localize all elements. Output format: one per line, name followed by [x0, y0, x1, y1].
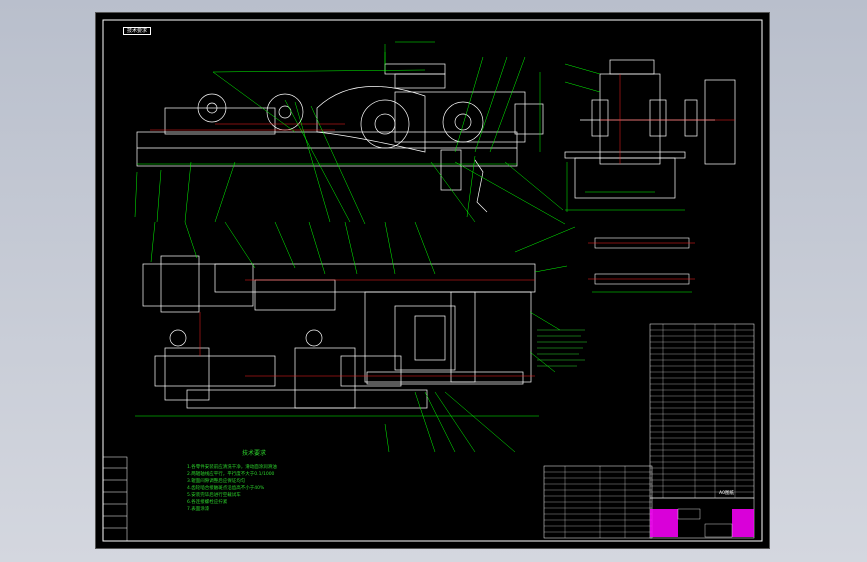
- note-line: 5.安装完毕后进行空载试车: [187, 493, 241, 498]
- sheet-size-label: A0图纸: [719, 491, 734, 496]
- plan-hidden-lines: [199, 279, 535, 377]
- sheet-border: [102, 19, 763, 542]
- note-line: 2.两辊轴线应平行，平行度不大于0.1/1000: [187, 472, 275, 477]
- note-line: 7.表面涂漆: [187, 507, 210, 512]
- elevation-hidden-lines: [150, 123, 345, 131]
- plan-view: [142, 255, 536, 409]
- side-view-dimensions: [504, 63, 685, 212]
- revision-column: [102, 456, 128, 542]
- parts-list-rows: [544, 324, 754, 538]
- corner-tag: 技术要求: [123, 27, 152, 35]
- note-line: 4.齿轮啮合接触斑点沿齿高不小于40%: [187, 486, 265, 491]
- plan-dimensions: [135, 221, 576, 453]
- side-view: [564, 59, 736, 199]
- spec-text-block: [537, 329, 587, 367]
- drawing-sheet[interactable]: 技术要求 技术要求 1.各零件安装前应清洗干净，滑动面涂润滑油 2.两辊轴线应平行…: [95, 12, 770, 549]
- note-line: 1.各零件安装前应清洗干净，滑动面涂润滑油: [187, 465, 277, 470]
- front-elevation-view: [136, 63, 544, 213]
- note-line: 3.辊面间隙调整后应保证均匀: [187, 479, 246, 484]
- detail-a-view: [588, 237, 695, 293]
- parts-list-table: [543, 323, 755, 539]
- side-view-hidden-lines: [600, 74, 735, 164]
- drawing-canvas: [102, 19, 763, 542]
- title-block: [650, 508, 754, 538]
- note-line: 6.各连接螺栓应拧紧: [187, 500, 228, 505]
- elevation-dimensions: [134, 41, 566, 225]
- notes-title: 技术要求: [242, 450, 267, 457]
